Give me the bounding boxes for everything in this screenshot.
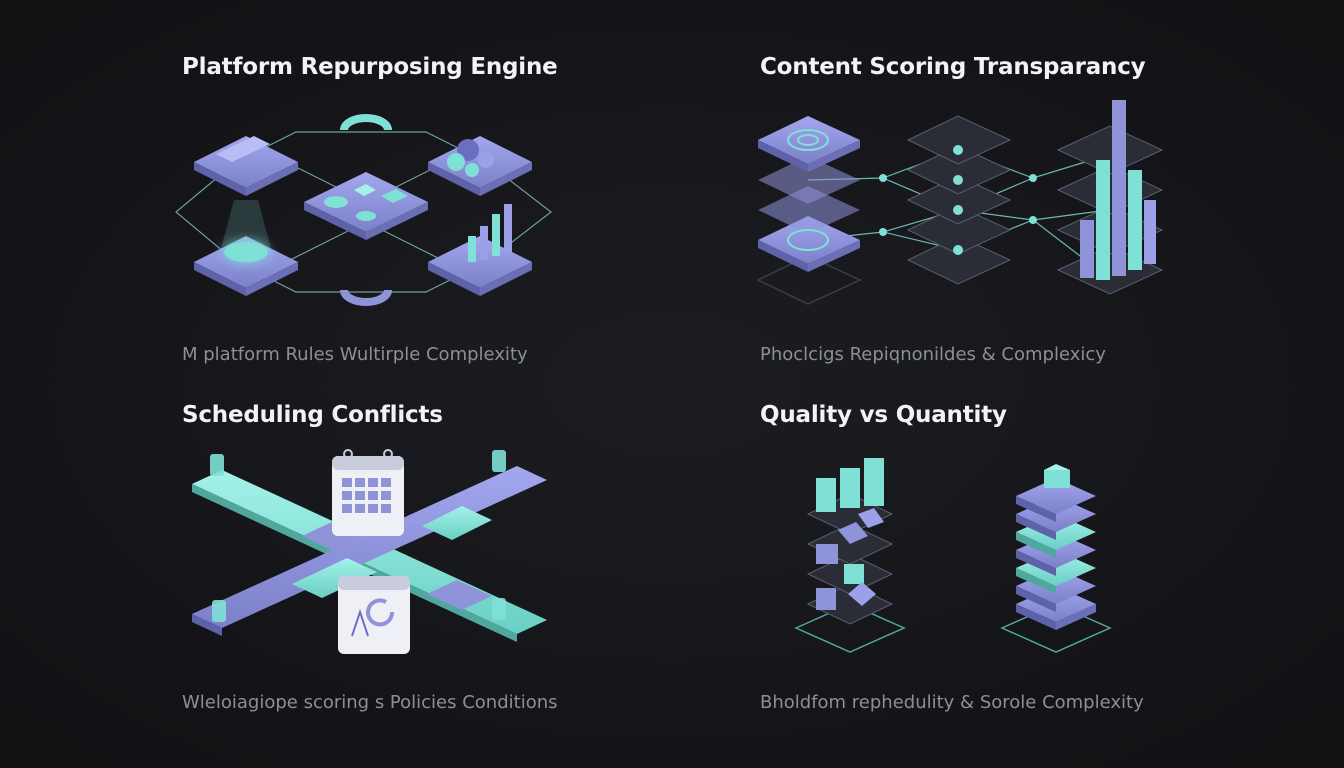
tile-center — [304, 172, 428, 240]
stack-middle — [906, 115, 1012, 285]
panel-title: Scheduling Conflicts — [182, 402, 443, 428]
tile-bottom-left — [194, 200, 298, 296]
stack-right — [1056, 100, 1164, 295]
stack-chaotic — [794, 458, 906, 653]
panel-title: Quality vs Quantity — [760, 402, 1007, 428]
tile-bottom-right — [428, 204, 532, 296]
stack-icon — [794, 458, 1112, 653]
panel-caption: Wleloiagiope scoring s Policies Conditio… — [182, 692, 558, 713]
rail-diagonal-b — [192, 466, 547, 636]
network-icon — [175, 114, 552, 306]
stack-neat — [1000, 464, 1112, 653]
tile-top-left — [194, 136, 298, 196]
panel-caption: Bholdfom rephedulity & Sorole Complexity — [760, 692, 1144, 713]
loop-bottom-icon — [340, 289, 392, 306]
panel-title: Content Scoring Transparancy — [760, 54, 1146, 80]
panel-caption: M platform Rules Wultirple Complexity — [182, 344, 528, 365]
panel-caption: Phoclcigs Repiqnonildes & Complexicy — [760, 344, 1106, 365]
tile-top-right — [428, 136, 532, 196]
calendar-secondary — [338, 576, 410, 654]
layers-icon — [756, 100, 1164, 305]
calendar-main — [332, 449, 404, 536]
panel-title: Platform Repurposing Engine — [182, 54, 558, 80]
stack-left — [756, 116, 862, 305]
loop-top-icon — [340, 114, 392, 131]
calendar-icon — [192, 449, 547, 654]
